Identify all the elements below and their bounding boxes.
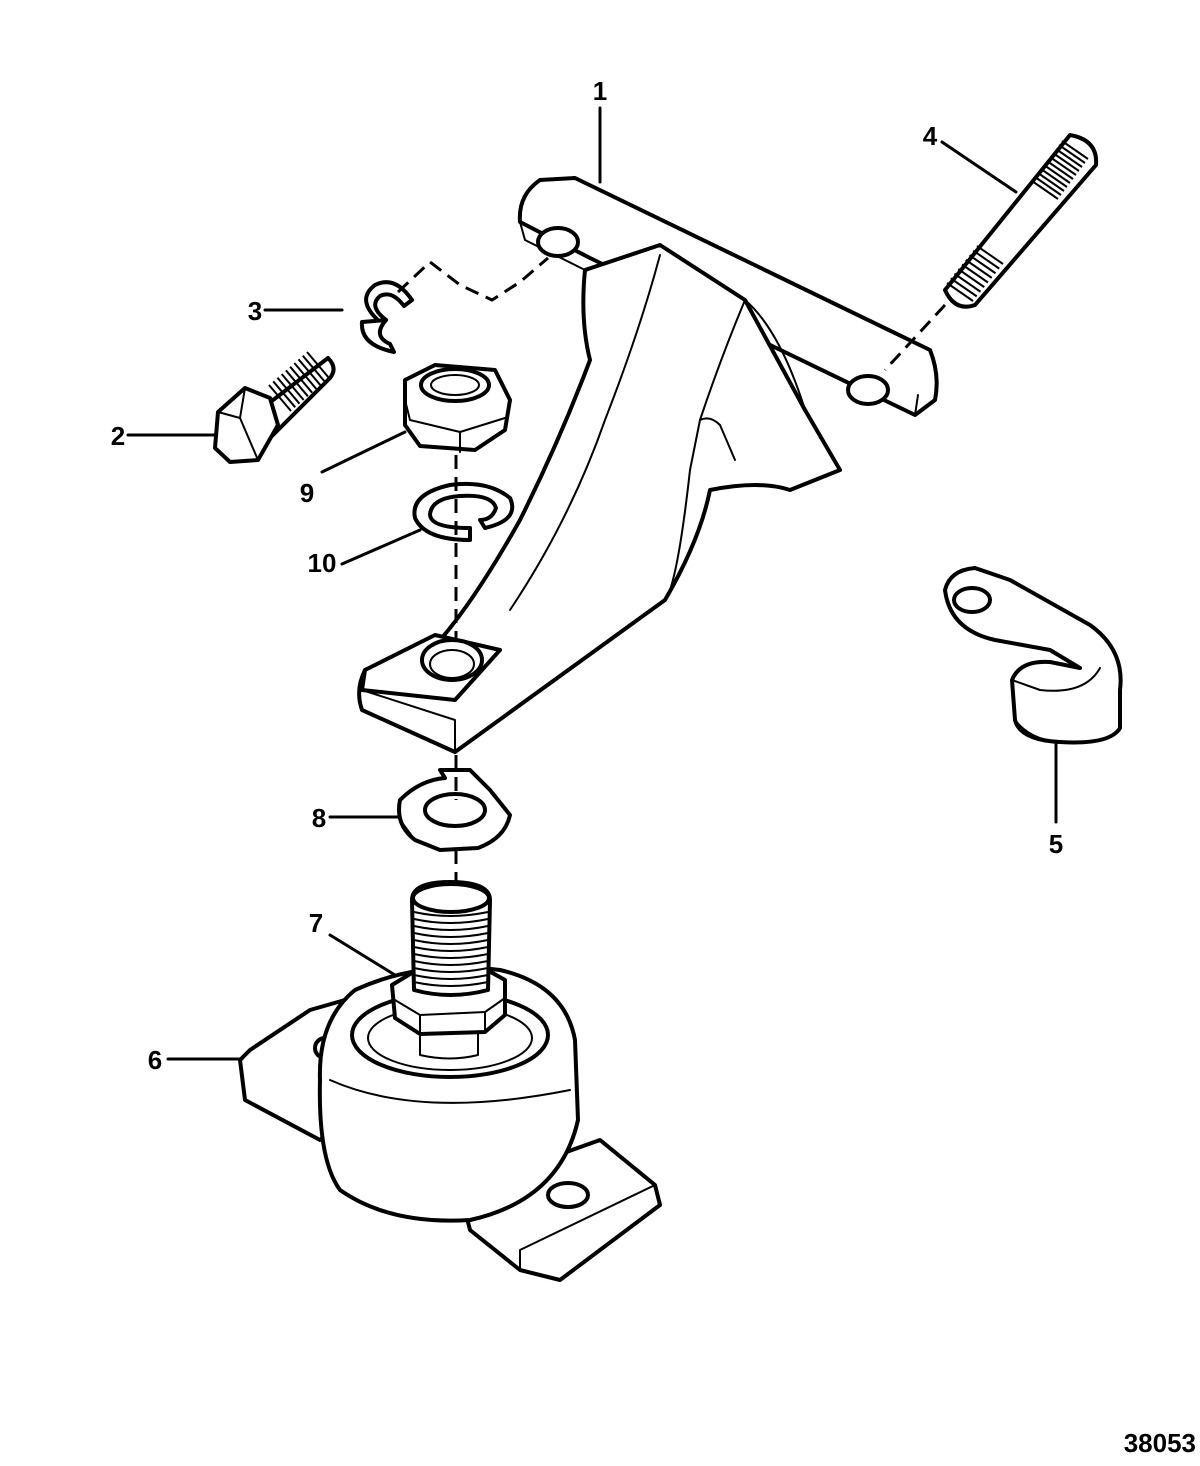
callout-5: 5 bbox=[1049, 829, 1063, 859]
mount-thread-line bbox=[413, 960, 489, 966]
alignment-line-stud bbox=[883, 303, 947, 372]
bolt-thread-line bbox=[272, 380, 296, 408]
stud-thread-line bbox=[1043, 164, 1071, 184]
leader-10 bbox=[340, 528, 422, 566]
mount-thread-line bbox=[413, 932, 489, 938]
alignment-line-washer bbox=[396, 256, 549, 302]
part-9-hex-nut bbox=[403, 363, 512, 453]
callout-10: 10 bbox=[308, 548, 337, 578]
stud-thread-line bbox=[1058, 144, 1086, 164]
part-3-lock-washer bbox=[359, 280, 414, 354]
leader-lines bbox=[126, 106, 1058, 1061]
bolt-thread-line bbox=[297, 358, 322, 386]
stud-thread-line bbox=[1037, 172, 1065, 192]
bolt-thread-line bbox=[293, 362, 318, 390]
bolt-thread-line bbox=[285, 369, 309, 397]
mount-thread-line bbox=[413, 953, 489, 959]
callout-3: 3 bbox=[248, 296, 262, 326]
bolt-thread-line bbox=[306, 351, 330, 379]
callout-labels: 1 2 3 4 5 6 7 8 9 10 bbox=[111, 76, 1063, 1075]
stud-thread-line bbox=[953, 272, 982, 293]
stud-thread-line bbox=[1049, 156, 1077, 176]
stud-thread-line bbox=[972, 249, 1000, 270]
stud-thread-line bbox=[965, 259, 993, 279]
figure-id: 38053 bbox=[1124, 1428, 1196, 1458]
mount-thread-line bbox=[413, 974, 489, 980]
mount-thread-line bbox=[413, 918, 489, 924]
part-4-stud bbox=[943, 133, 1099, 309]
callout-9: 9 bbox=[300, 478, 314, 508]
leader-4 bbox=[940, 140, 1018, 194]
stud-thread-line bbox=[950, 277, 978, 298]
stud-thread-line bbox=[957, 268, 985, 288]
callout-8: 8 bbox=[312, 803, 326, 833]
mount-thread-line bbox=[413, 967, 489, 973]
mount-thread-line bbox=[413, 925, 489, 931]
callout-4: 4 bbox=[923, 121, 938, 151]
callout-6: 6 bbox=[148, 1045, 162, 1075]
bolt-thread-line bbox=[289, 366, 313, 394]
stud-thread-line bbox=[1031, 180, 1059, 200]
stud-thread-line bbox=[1034, 176, 1062, 196]
part-1-mounting-bracket bbox=[357, 176, 939, 754]
part-10-split-washer bbox=[412, 481, 515, 542]
stud-thread-line bbox=[1052, 152, 1080, 172]
part-7-stud-and-nut bbox=[390, 880, 507, 1060]
mount-thread-line bbox=[413, 981, 489, 987]
stud-thread-line bbox=[976, 245, 1004, 265]
leader-7 bbox=[328, 933, 397, 977]
mount-thread-line bbox=[413, 946, 489, 952]
callout-2: 2 bbox=[111, 421, 125, 451]
leader-9 bbox=[320, 430, 407, 474]
stud-thread-line bbox=[946, 282, 974, 302]
mount-thread-line bbox=[413, 939, 489, 945]
part-5-p-clamp bbox=[943, 566, 1123, 745]
stud-thread-line bbox=[961, 263, 989, 284]
bolt-thread-line bbox=[302, 355, 326, 383]
bolt-thread-line bbox=[280, 373, 305, 401]
stud-thread-line bbox=[1061, 140, 1089, 160]
stud-thread-line bbox=[1040, 168, 1068, 188]
stud-thread-line bbox=[1055, 148, 1083, 168]
stud-thread-line bbox=[968, 254, 997, 275]
callout-1: 1 bbox=[593, 76, 607, 106]
stud-thread-line bbox=[1046, 160, 1074, 180]
part-2-hex-bolt bbox=[213, 351, 336, 464]
callout-7: 7 bbox=[309, 908, 323, 938]
bolt-thread-line bbox=[268, 384, 292, 412]
part-8-tab-washer bbox=[397, 768, 512, 852]
bolt-thread-line bbox=[276, 377, 301, 405]
mount-thread-line bbox=[413, 911, 489, 917]
